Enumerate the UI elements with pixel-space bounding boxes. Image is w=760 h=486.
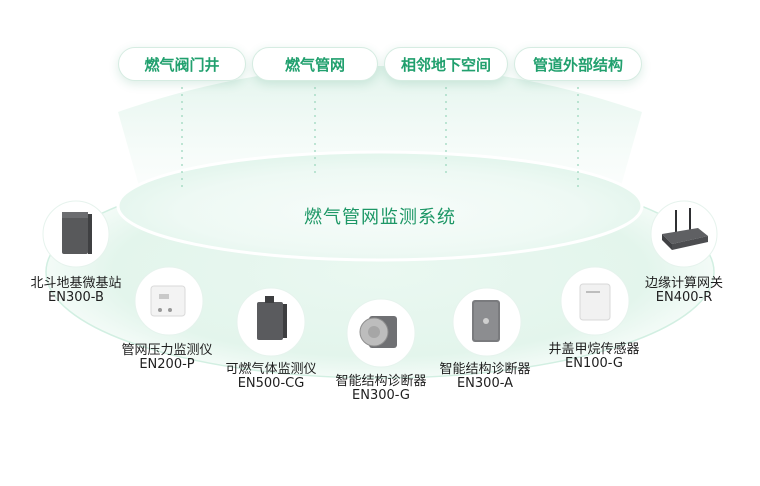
methane-sensor-icon [560,266,630,336]
combustible-gas-monitor-icon [236,287,306,357]
device-model-gas: EN500-CG [237,376,305,391]
device-name-diagnoser-g: 智能结构诊断器 [335,374,427,389]
device-model-methane: EN100-G [565,356,623,371]
scenario-pill-adjacent-underground: 相邻地下空间 [384,47,508,81]
edge-gateway-icon [650,200,718,268]
device-model-pressure: EN200-P [139,357,195,372]
device-name-gas: 可燃气体监测仪 [225,362,317,377]
scenario-pill-pipe-structure: 管道外部结构 [514,47,642,81]
device-name-methane: 井盖甲烷传感器 [548,342,640,357]
device-name-gateway: 边缘计算网关 [644,276,723,291]
device-model-diagnoser-a: EN300-A [456,376,514,391]
scenario-pill-valve-well: 燃气阀门井 [118,47,246,81]
device-model-beidou: EN300-B [48,290,104,305]
structure-diagnoser-plate-icon [452,287,522,357]
device-name-diagnoser-a: 智能结构诊断器 [439,362,531,377]
inner-ellipse [116,150,644,262]
scenario-pill-gas-network: 燃气管网 [252,47,378,81]
beidou-base-station-icon [42,200,110,268]
system-title: 燃气管网监测系统 [304,207,456,228]
device-model-gateway: EN400-R [655,290,713,305]
device-name-beidou: 北斗地基微基站 [30,276,122,291]
device-model-diagnoser-g: EN300-G [352,388,410,403]
device-name-pressure: 管网压力监测仪 [121,343,213,358]
pressure-monitor-icon [134,266,204,336]
structure-diagnoser-round-icon [346,298,416,368]
